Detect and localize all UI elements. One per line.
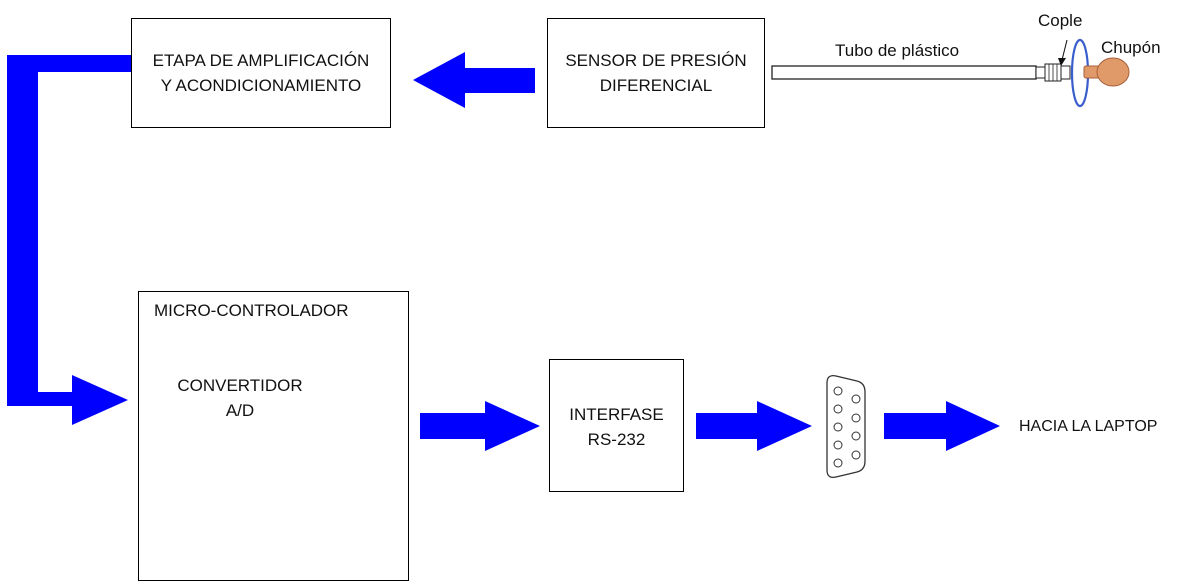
coupler-label: Cople — [1038, 11, 1083, 30]
plastic-tube — [771, 65, 1037, 80]
interface-label-line1: INTERFASE — [569, 405, 664, 424]
converter-label-line2: A/D — [225, 401, 255, 420]
amplification-label-line2: Y ACONDICIONAMIENTO — [160, 76, 362, 95]
coupler-icon — [1035, 39, 1071, 82]
arrow-interface-to-connector — [696, 401, 812, 451]
destination-label: HACIA LA LAPTOP — [1019, 418, 1158, 435]
db9-connector-icon — [826, 375, 866, 478]
sensor-label-line1: SENSOR DE PRESIÓN — [565, 51, 747, 70]
amplification-block — [131, 18, 391, 128]
interface-block — [549, 359, 684, 492]
arrow-sensor-to-amp — [413, 52, 535, 108]
arrow-connector-to-laptop — [884, 401, 1000, 451]
sensor-block — [547, 18, 765, 128]
tube-label: Tubo de plástico — [835, 41, 960, 60]
microcontroller-title: MICRO-CONTROLADOR — [154, 301, 349, 320]
connector-amp-to-micro — [7, 55, 131, 425]
interface-label-line2: RS-232 — [587, 430, 646, 449]
arrow-micro-to-interface — [420, 401, 540, 451]
sensor-label: SENSOR DE PRESIÓN DIFERENCIAL — [547, 48, 765, 98]
pacifier-icon — [1070, 38, 1130, 108]
interface-label: INTERFASE RS-232 — [549, 402, 684, 452]
pacifier-label: Chupón — [1101, 38, 1161, 57]
microcontroller-block — [138, 291, 409, 581]
amplification-label-line1: ETAPA DE AMPLIFICACIÓN — [152, 51, 370, 70]
block-diagram: ETAPA DE AMPLIFICACIÓN Y ACONDICIONAMIEN… — [7, 11, 1161, 581]
amplification-label: ETAPA DE AMPLIFICACIÓN Y ACONDICIONAMIEN… — [131, 48, 391, 98]
converter-label: CONVERTIDOR A/D — [160, 373, 320, 423]
diagram-graphics — [7, 38, 1130, 478]
connector-path — [7, 55, 131, 425]
converter-label-line1: CONVERTIDOR — [177, 376, 303, 395]
sensor-label-line2: DIFERENCIAL — [599, 76, 713, 95]
